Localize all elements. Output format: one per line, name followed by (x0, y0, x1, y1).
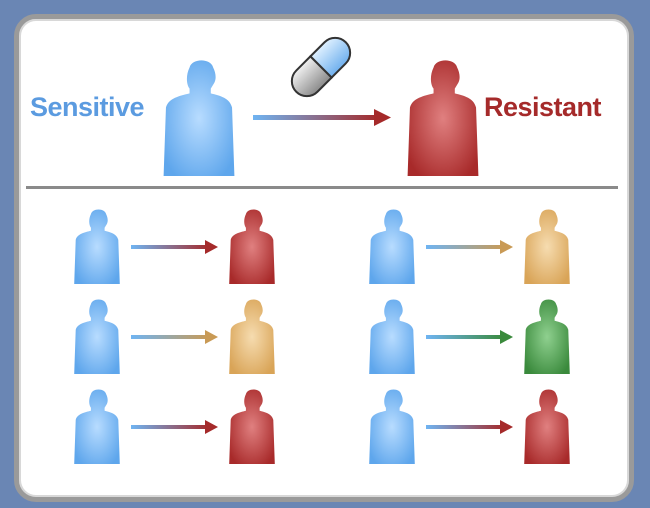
arrow-right-icon (131, 420, 218, 434)
outcome-row-right-2 (369, 299, 570, 374)
outcome-row-left-1 (74, 209, 275, 284)
sensitive-patient-icon (369, 209, 415, 284)
section-divider (26, 186, 618, 189)
alternative-patient-icon (524, 299, 570, 374)
outcome-row-left-2 (74, 299, 275, 374)
sensitive-patient-icon (163, 60, 235, 176)
sensitive-patient-icon (74, 389, 120, 464)
intermediate-patient-icon (229, 299, 275, 374)
sensitive-patient-icon (369, 299, 415, 374)
arrow-right-icon (426, 330, 513, 344)
resistant-patient-icon (229, 209, 275, 284)
pill-capsule-icon (290, 36, 352, 98)
sensitive-patient-icon (369, 389, 415, 464)
outcome-row-right-1 (369, 209, 570, 284)
sensitive-patient-icon (74, 209, 120, 284)
outcome-row-left-3 (74, 389, 275, 464)
arrow-right-icon (131, 240, 218, 254)
arrow-right-icon (131, 330, 218, 344)
resistant-patient-icon (524, 389, 570, 464)
main-arrow-icon (253, 109, 391, 126)
sensitive-label: Sensitive (30, 92, 145, 122)
resistant-patient-icon (407, 60, 479, 176)
intermediate-patient-icon (524, 209, 570, 284)
sensitive-patient-icon (74, 299, 120, 374)
resistant-patient-icon (229, 389, 275, 464)
arrow-right-icon (426, 240, 513, 254)
outcome-row-right-3 (369, 389, 570, 464)
resistant-label: Resistant (484, 92, 602, 122)
arrow-right-icon (426, 420, 513, 434)
